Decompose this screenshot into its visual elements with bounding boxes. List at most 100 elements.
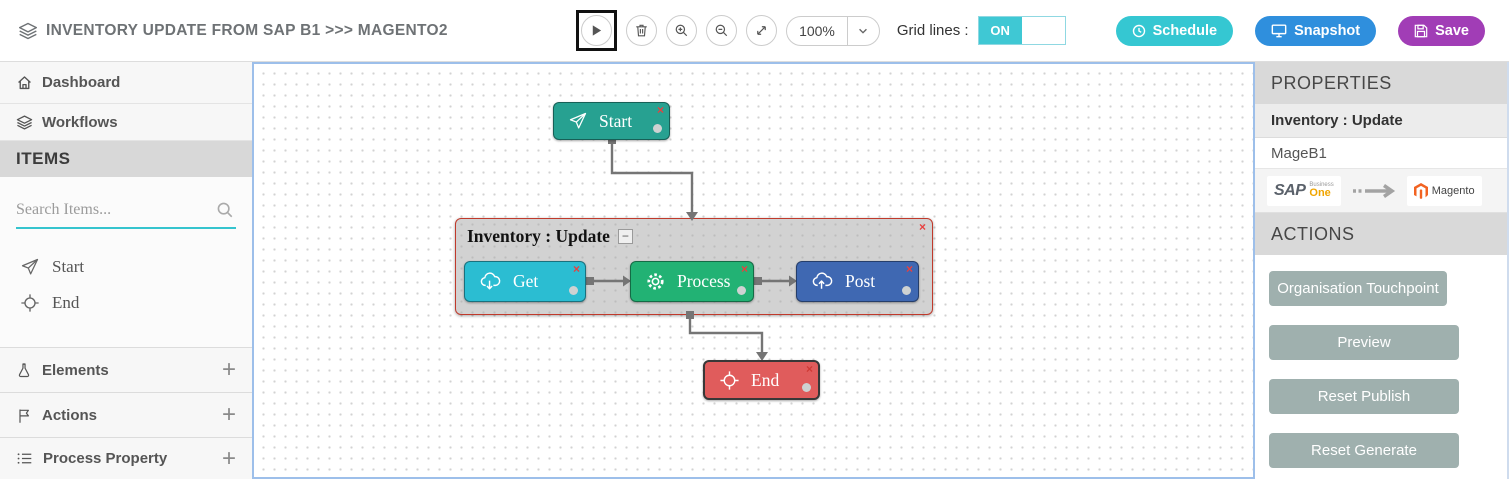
grid-lines-label: Grid lines : bbox=[896, 22, 969, 39]
run-button-focus-box bbox=[576, 10, 618, 51]
connector-port[interactable] bbox=[802, 383, 811, 392]
floppy-icon bbox=[1414, 24, 1428, 38]
sidebar-item-dashboard[interactable]: Dashboard bbox=[0, 62, 252, 104]
run-workflow-button[interactable] bbox=[581, 15, 613, 46]
connector-port[interactable] bbox=[737, 286, 746, 295]
schedule-button-label: Schedule bbox=[1152, 22, 1218, 39]
sidebar-section-actions-label: Actions bbox=[42, 406, 98, 424]
sidebar-section-process-property-label: Process Property bbox=[43, 450, 168, 467]
sidebar-item-workflows[interactable]: Workflows bbox=[0, 104, 252, 141]
connector-port[interactable] bbox=[902, 286, 911, 295]
chevron-down-icon[interactable] bbox=[846, 16, 879, 45]
flask-icon bbox=[16, 362, 32, 379]
sap-logo-text: SAP bbox=[1274, 181, 1306, 199]
save-button[interactable]: Save bbox=[1398, 15, 1485, 46]
close-icon[interactable]: × bbox=[572, 262, 580, 276]
header-bar: INVENTORY UPDATE FROM SAP B1 >>> MAGENTO… bbox=[0, 0, 1509, 62]
snapshot-button-label: Snapshot bbox=[1294, 22, 1361, 39]
close-icon[interactable]: × bbox=[905, 262, 913, 276]
layers-icon bbox=[18, 21, 38, 41]
node-end[interactable]: End × bbox=[703, 360, 820, 400]
sidebar-section-elements[interactable]: Elements + bbox=[0, 347, 252, 392]
sap-business-one-logo: SAP Business One bbox=[1267, 175, 1341, 206]
node-end-label: End bbox=[751, 369, 780, 390]
title-wrap: INVENTORY UPDATE FROM SAP B1 >>> MAGENTO… bbox=[18, 21, 448, 41]
workflow-name: Inventory : Update bbox=[1255, 104, 1507, 138]
plus-icon[interactable]: + bbox=[221, 444, 236, 472]
connector-port[interactable] bbox=[653, 124, 662, 133]
plus-icon[interactable]: + bbox=[221, 401, 236, 428]
sap-business-text: Business bbox=[1309, 182, 1334, 188]
collapse-icon[interactable]: − bbox=[617, 229, 633, 244]
list-icon bbox=[16, 450, 33, 467]
palette-item-end-label: End bbox=[52, 293, 80, 312]
reset-publish-button[interactable]: Reset Publish bbox=[1269, 379, 1459, 414]
grid-lines-toggle[interactable]: ON bbox=[977, 16, 1066, 45]
trash-icon bbox=[634, 23, 649, 38]
item-palette: Start End bbox=[0, 249, 252, 321]
connector-port[interactable] bbox=[569, 286, 578, 295]
organisation-touchpoint-button[interactable]: Organisation Touchpoint bbox=[1269, 271, 1447, 306]
node-process[interactable]: Process × bbox=[630, 261, 754, 302]
page-title: INVENTORY UPDATE FROM SAP B1 >>> MAGENTO… bbox=[46, 21, 448, 39]
target-icon bbox=[719, 370, 740, 391]
zoom-in-button[interactable] bbox=[666, 15, 698, 46]
zoom-out-button[interactable] bbox=[706, 15, 738, 46]
palette-item-start-label: Start bbox=[52, 257, 85, 276]
sidebar-section-actions[interactable]: Actions + bbox=[0, 392, 252, 437]
connection-logos-row: SAP Business One bbox=[1255, 169, 1507, 213]
play-icon bbox=[590, 24, 603, 37]
zoom-in-icon bbox=[674, 23, 689, 38]
zoom-level-value: 100% bbox=[799, 22, 835, 39]
magento-logo-text: Magento bbox=[1431, 184, 1475, 197]
palette-item-start[interactable]: Start bbox=[0, 249, 252, 285]
zoom-out-icon bbox=[714, 23, 729, 38]
clock-icon bbox=[1132, 24, 1146, 38]
close-icon[interactable]: × bbox=[805, 362, 813, 376]
grid-toggle-on-segment: ON bbox=[978, 17, 1022, 44]
flag-icon bbox=[16, 407, 32, 424]
close-icon[interactable]: × bbox=[918, 220, 926, 234]
sidebar-section-process-property[interactable]: Process Property + bbox=[0, 437, 252, 479]
gear-icon bbox=[645, 271, 666, 292]
properties-panel: PROPERTIES Inventory : Update MageB1 SAP… bbox=[1255, 62, 1509, 479]
expand-icon bbox=[754, 23, 769, 38]
dashed-arrow-icon bbox=[1351, 183, 1397, 199]
delete-button[interactable] bbox=[626, 15, 658, 46]
close-icon[interactable]: × bbox=[740, 262, 748, 276]
search-wrap bbox=[16, 193, 236, 229]
workflow-canvas[interactable]: Inventory : Update − × Start × bbox=[252, 62, 1255, 479]
reset-generate-button[interactable]: Reset Generate bbox=[1269, 433, 1459, 468]
grid-toggle-off-segment bbox=[1021, 17, 1065, 44]
sidebar-item-dashboard-label: Dashboard bbox=[42, 74, 121, 91]
actions-header: ACTIONS bbox=[1255, 213, 1507, 255]
node-get[interactable]: Get × bbox=[464, 261, 586, 302]
search-icon[interactable] bbox=[216, 201, 234, 219]
search-input[interactable] bbox=[16, 193, 236, 227]
sidebar-item-workflows-label: Workflows bbox=[42, 113, 118, 131]
sidebar-sections: Elements + Actions + bbox=[0, 347, 252, 479]
plus-icon[interactable]: + bbox=[221, 356, 236, 383]
preview-button[interactable]: Preview bbox=[1269, 325, 1459, 360]
node-post[interactable]: Post × bbox=[796, 261, 919, 302]
layers-icon bbox=[16, 114, 33, 131]
target-icon bbox=[20, 293, 40, 313]
zoom-level-select[interactable]: 100% bbox=[786, 15, 880, 46]
paper-plane-icon bbox=[20, 257, 40, 277]
left-sidebar: Dashboard Workflows ITEMS bbox=[0, 62, 252, 479]
fit-screen-button[interactable] bbox=[746, 15, 778, 46]
node-start-label: Start bbox=[599, 110, 633, 131]
node-post-label: Post bbox=[845, 271, 876, 291]
schedule-button[interactable]: Schedule bbox=[1115, 15, 1234, 46]
node-process-label: Process bbox=[677, 271, 731, 291]
palette-item-end[interactable]: End bbox=[0, 285, 252, 321]
items-section-header: ITEMS bbox=[0, 141, 252, 177]
magento-logo: Magento bbox=[1406, 175, 1482, 206]
connection-name: MageB1 bbox=[1255, 138, 1507, 169]
paper-plane-icon bbox=[568, 111, 588, 131]
snapshot-button[interactable]: Snapshot bbox=[1255, 15, 1377, 46]
close-icon[interactable]: × bbox=[656, 103, 664, 117]
magento-m-icon bbox=[1413, 182, 1428, 199]
node-start[interactable]: Start × bbox=[553, 102, 670, 140]
